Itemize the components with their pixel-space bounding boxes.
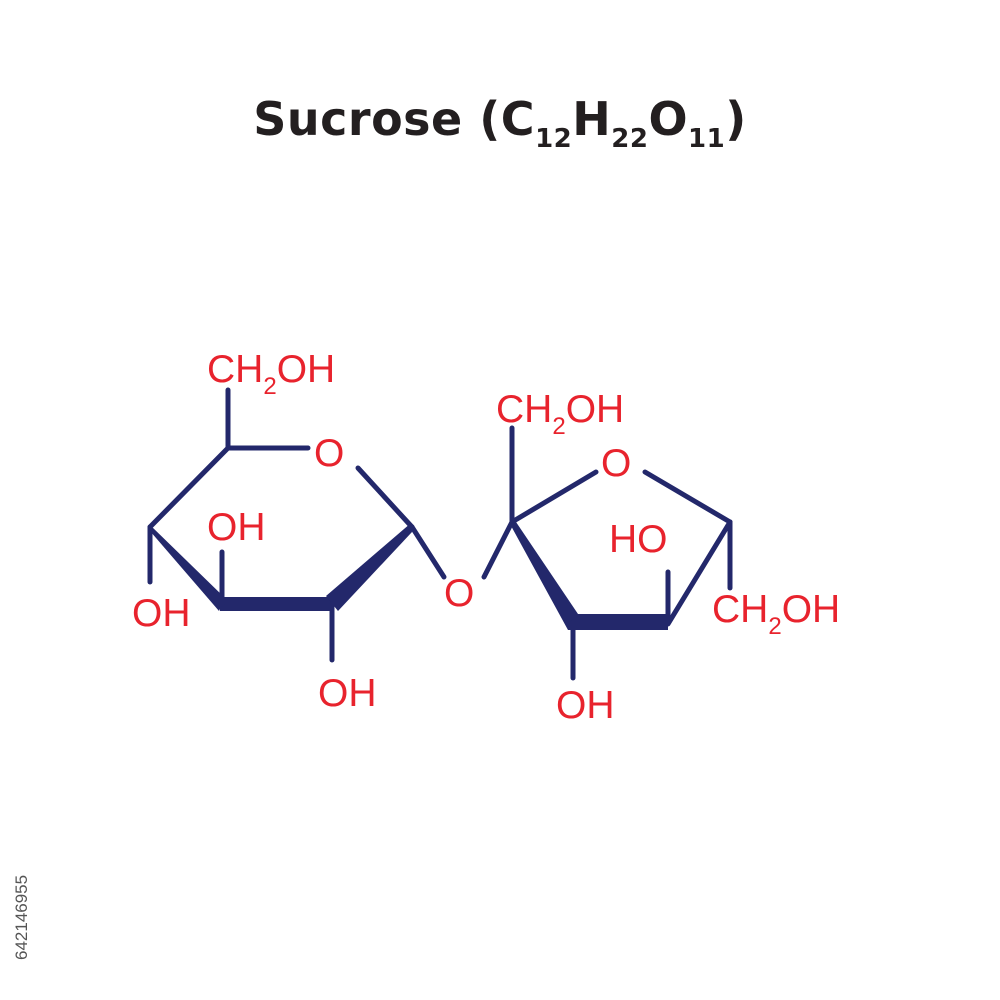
title-hydrogen: H [572, 92, 612, 146]
stock-id-watermark: 642146955 [12, 874, 31, 960]
fructose-ring [481, 425, 733, 681]
wedge-c3-c2 [220, 597, 332, 611]
title-hydrogen-count: 22 [611, 124, 649, 154]
wedge-c3-c4 [568, 614, 668, 630]
title-carbon: C [500, 92, 536, 146]
bond-c5-c4 [147, 445, 231, 530]
bond-c2-ring-o [509, 469, 599, 525]
page-title: Sucrose (C12H22O11) [0, 92, 1000, 154]
bond-glycosidic-o-c2 [481, 519, 515, 580]
fructose-c3-oh-label: OH [556, 684, 615, 727]
bond-c5-c4 [665, 519, 733, 627]
glucose-c4-oh-label: OH [132, 592, 191, 635]
glucose-ring [147, 387, 447, 663]
wedge-c2-c3 [510, 522, 578, 630]
glucose-ch2oh-label: CH2OH [207, 348, 335, 400]
fructose-right-ch2oh-label: CH2OH [712, 588, 840, 640]
title-oxygen: O [648, 92, 689, 146]
title-carbon-count: 12 [535, 124, 573, 154]
bond-ring-o-c1 [355, 465, 415, 530]
bond-c1-glycosidic-o [409, 524, 447, 580]
title-oxygen-count: 11 [688, 124, 726, 154]
bond-ring-o-c5 [642, 469, 733, 525]
glucose-ring-oxygen-label: O [314, 432, 344, 475]
wedge-c2-c1 [326, 523, 412, 611]
title-close-paren: ) [725, 92, 747, 146]
title-name: Sucrose ( [253, 92, 501, 146]
wedge-c4-c3 [150, 525, 225, 611]
fructose-c4-ho-label: HO [609, 518, 668, 561]
fructose-ring-oxygen-label: O [601, 442, 631, 485]
glycosidic-oxygen-label: O [444, 572, 474, 615]
glucose-c2-oh-label: OH [318, 672, 377, 715]
fructose-top-ch2oh-label: CH2OH [496, 388, 624, 440]
glucose-c3-oh-label: OH [207, 506, 266, 549]
